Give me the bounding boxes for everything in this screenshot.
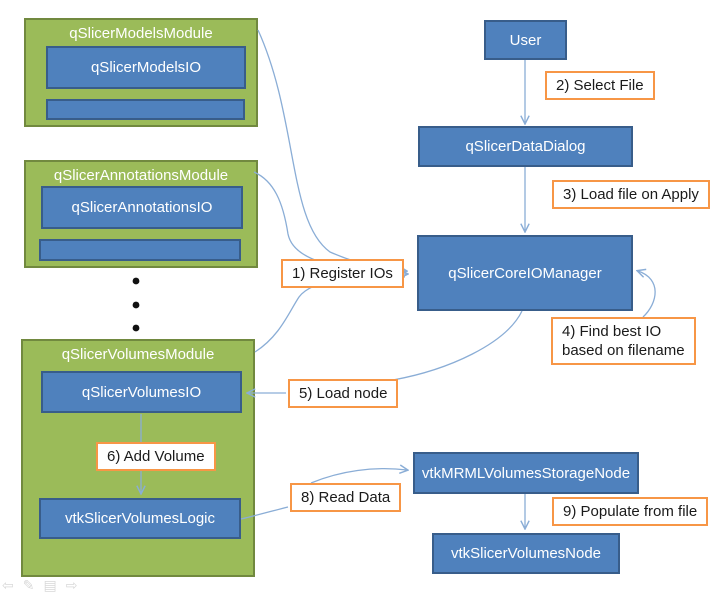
list-icon: ▤ — [43, 577, 66, 593]
step-load-file-on-apply: 3) Load file on Apply — [552, 180, 710, 209]
pencil-icon: ✎ — [22, 577, 44, 593]
step-find-best-io: 4) Find best IO based on filename — [551, 317, 696, 365]
node-user: User — [484, 20, 567, 60]
vertical-ellipsis — [132, 277, 140, 332]
module-annotations-io-box: qSlicerAnnotationsIO — [41, 186, 243, 229]
arrow-find-best-io-loop — [638, 271, 656, 318]
module-models-io-box: qSlicerModelsIO — [46, 46, 246, 89]
arrow-manager-to-loadnode — [392, 310, 523, 381]
module-annotations: qSlicerAnnotationsModule qSlicerAnnotati… — [24, 160, 258, 268]
arrow-readdata-to-storage — [310, 469, 407, 484]
step-read-data: 8) Read Data — [290, 483, 402, 512]
step-load-node: 5) Load node — [288, 379, 399, 408]
step-populate-from-file: 9) Populate from file — [552, 497, 709, 526]
forward-icon: ⇨ — [65, 577, 87, 593]
step-select-file: 2) Select File — [545, 71, 655, 100]
node-volumes-node: vtkSlicerVolumesNode — [432, 533, 620, 574]
module-annotations-title: qSlicerAnnotationsModule — [53, 167, 229, 184]
step-register-ios: 1) Register IOs — [281, 259, 404, 288]
module-models: qSlicerModelsModule qSlicerModelsIO — [24, 18, 258, 127]
node-core-io-manager: qSlicerCoreIOManager — [417, 235, 633, 311]
node-volumes-storage-node: vtkMRMLVolumesStorageNode — [413, 452, 639, 494]
footer-icon-row: ⇦✎▤⇨ — [2, 577, 86, 594]
back-icon: ⇦ — [2, 577, 23, 593]
module-volumes-logic-box: vtkSlicerVolumesLogic — [39, 498, 241, 539]
arrow-volumes-register — [254, 276, 406, 353]
module-volumes-title: qSlicerVolumesModule — [61, 346, 215, 363]
module-annotations-empty-slot — [39, 239, 241, 261]
arrow-models-register — [257, 29, 406, 271]
module-models-title: qSlicerModelsModule — [69, 25, 213, 42]
step-add-volume: 6) Add Volume — [96, 442, 216, 471]
module-models-empty-slot — [46, 99, 245, 120]
module-volumes-io-box: qSlicerVolumesIO — [41, 371, 242, 413]
node-data-dialog: qSlicerDataDialog — [418, 126, 633, 167]
module-volumes: qSlicerVolumesModule qSlicerVolumesIO vt… — [21, 339, 255, 577]
